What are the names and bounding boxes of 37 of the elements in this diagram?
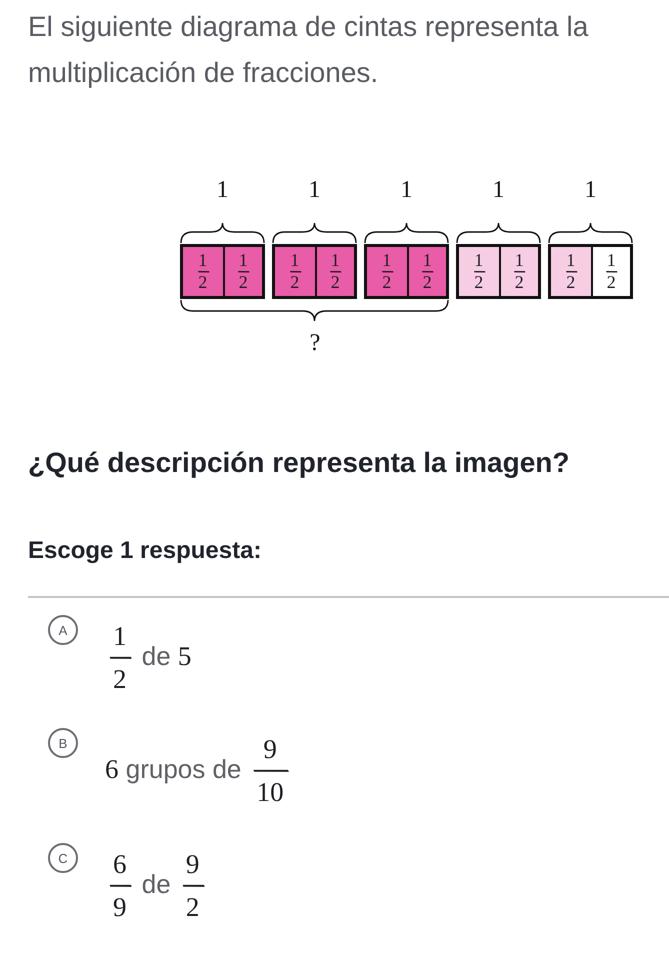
fraction-label: 1/2	[512, 252, 526, 291]
tape-segment	[551, 247, 590, 296]
unit-label: 1	[308, 177, 320, 203]
tape-segment	[222, 247, 262, 296]
fraction-label: 1/2	[604, 252, 618, 291]
tape-segment	[498, 247, 538, 296]
tape-segment	[367, 247, 406, 296]
tape-segment	[183, 247, 222, 296]
answer-choice-letter: B	[48, 728, 78, 758]
question-stem: El siguiente diagrama de cintas representa la multiplicación de fracciones.	[28, 10, 590, 90]
answer-choice-letter: C	[48, 843, 78, 873]
unit-label: 1	[216, 177, 228, 203]
tape-segment	[314, 247, 354, 296]
fraction-label: 1/2	[196, 252, 210, 291]
tape-segment	[406, 247, 446, 296]
fraction-label: 1/2	[420, 252, 434, 291]
fraction-label: 1/2	[236, 252, 250, 291]
fraction-label: 1/2	[472, 252, 486, 291]
unit-label: 1	[584, 177, 596, 203]
instruction-text: Escoge 1 respuesta:	[28, 536, 262, 566]
question-prompt: ¿Qué descripción representa la imagen?	[28, 446, 570, 480]
tape-unit	[456, 244, 541, 299]
fraction-label: 1/2	[380, 252, 394, 291]
tape-segment	[275, 247, 314, 296]
unit-label: 1	[492, 177, 504, 203]
fraction-label: 1/2	[288, 252, 302, 291]
tape-unit	[272, 244, 357, 299]
fraction-label: 1/2	[328, 252, 342, 291]
tape-unit	[548, 244, 633, 299]
tape-unit	[180, 244, 265, 299]
unknown-label: ?	[310, 330, 320, 356]
tape-segment	[459, 247, 498, 296]
fraction-label: 1/2	[564, 252, 578, 291]
tape-unit	[364, 244, 449, 299]
answer-choice-text: 6 grupos de 9/10	[105, 734, 292, 808]
unit-label: 1	[400, 177, 412, 203]
answer-choice-letter: A	[48, 615, 78, 645]
